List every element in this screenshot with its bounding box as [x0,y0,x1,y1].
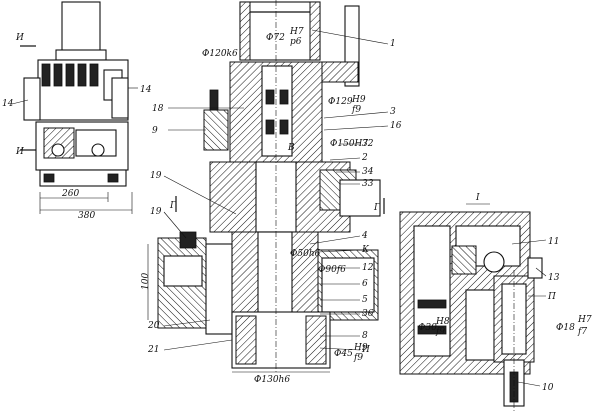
section-mark-top: И [15,33,24,43]
callout-34: 34 [362,167,374,177]
fit-30-top: H8 [435,317,450,327]
dia-50: Φ50h6 [290,249,321,259]
dim-100: 100 [141,273,151,290]
dim-380: 380 [78,211,95,221]
callout-14-right: 14 [140,85,152,95]
callout-33: 33 [362,179,374,189]
callout-14-left: 14 [2,99,14,109]
fit-45-top: H9 [353,343,368,353]
dim-260: 260 [61,189,79,199]
view-b: В [287,143,295,153]
callout-2: 2 [361,153,368,163]
callout-4: 4 [361,231,368,241]
callout-10: 10 [542,383,554,393]
callout-P: П [547,292,556,302]
callout-19b: 19 [150,207,162,217]
dia-90: Φ90f6 [318,265,346,275]
detail-view-I: I Φ30 H8 f9 Φ18 H7 f7 11 13 П 10 [399,193,592,412]
dia-30: Φ30 [418,323,437,333]
section-g-right: Г [373,203,381,213]
fit-72-bottom: p6 [290,37,302,47]
dia-45: Φ45 [334,349,353,359]
dia-129: Φ129 [328,97,353,107]
dia-120: Φ120k6 [202,49,238,59]
callout-5: 5 [362,295,368,305]
fit-30-bottom: f9 [435,327,445,337]
dia-18: Φ18 [556,323,575,333]
fit-18-top: H7 [577,315,592,325]
callout-32: 32 [362,139,374,149]
callout-18: 18 [152,104,164,114]
callout-20: 20 [147,321,160,331]
left-view: И И 14 14 260 380 [2,1,152,221]
view-I-label: I [475,193,480,203]
dia-72: Φ72 [266,33,285,43]
callout-9: 9 [152,126,158,136]
callout-6: 6 [362,279,368,289]
fit-129-top: H9 [351,95,366,105]
dia-130: Φ130h6 [254,375,290,385]
callout-8: 8 [362,331,368,341]
callout-13: 13 [548,273,560,283]
callout-19a: 19 [150,171,162,181]
section-g-left: Г [169,201,177,211]
section-mark-bottom: И [15,147,24,157]
fit-45-bottom: f9 [353,353,363,363]
callout-I: И [361,345,370,355]
fit-72-top: H7 [289,27,304,37]
callout-3: 3 [390,107,396,117]
fit-18-bottom: f7 [577,327,587,337]
center-section: 100 Φ130h6 Φ72 H7 p6 Φ120k6 Φ129 H9 f9 Φ… [141,0,402,385]
callout-36: 36 [362,309,374,319]
callout-16: 16 [390,121,402,131]
callout-12: 12 [362,263,374,273]
callout-11: 11 [548,237,559,247]
callout-21: 21 [147,345,159,355]
fit-129-bottom: f9 [351,105,361,115]
callout-1: 1 [390,39,396,49]
callout-K: К [361,245,370,255]
